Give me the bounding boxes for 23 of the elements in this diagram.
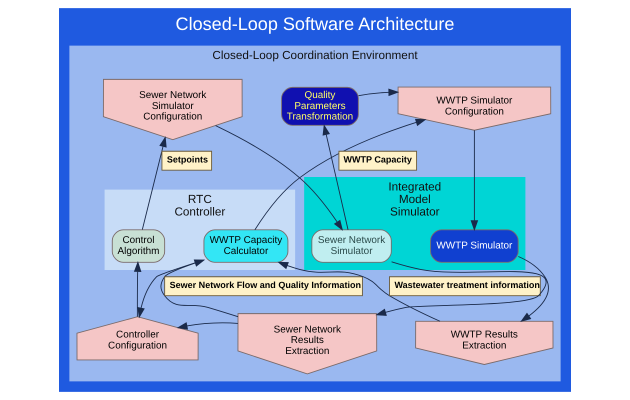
arrow [518, 256, 549, 322]
arrow [358, 88, 400, 96]
arrow [254, 118, 426, 230]
arrow [375, 261, 546, 316]
arrow [215, 125, 343, 231]
diagram-title: Closed-Loop Software Architecture [176, 14, 454, 34]
node-box: WWTP Simulator [430, 229, 519, 263]
arrow [277, 262, 440, 322]
arrow [134, 261, 142, 318]
arrow [176, 322, 238, 330]
node-box: Control Algorithm [112, 229, 166, 263]
node-box: WWTP Capacity Calculator [203, 229, 288, 263]
arrow [322, 124, 348, 230]
edge-label: Sewer Network Flow and Quality Information [170, 280, 361, 290]
arrow [137, 260, 204, 318]
node-box: Sewer Network Simulator [311, 229, 392, 263]
arrow [470, 130, 478, 232]
arrow [160, 260, 238, 318]
edge-label: Wastewater treatment information [394, 280, 540, 290]
edge-label: Setpoints [166, 154, 208, 165]
edge-label: WWTP Capacity [343, 154, 412, 165]
arrow [142, 136, 167, 230]
node-box: Quality Parameters Transformation [281, 86, 359, 126]
